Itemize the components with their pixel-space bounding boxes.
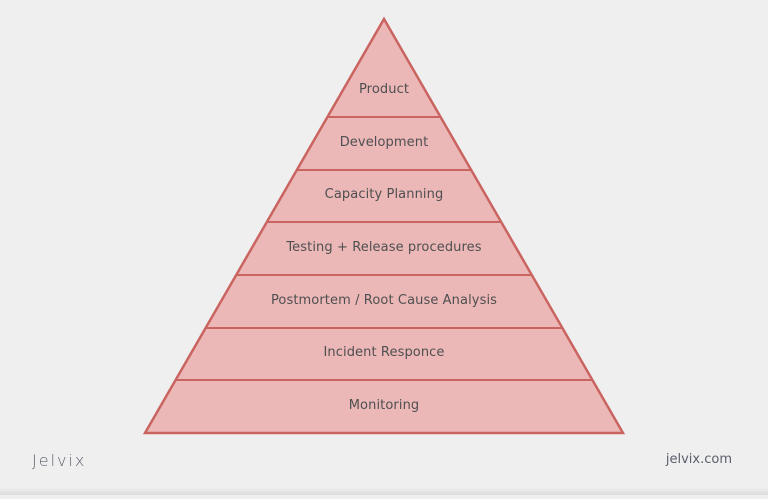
pyramid-level-label: Incident Responce	[323, 345, 445, 360]
brand-logo: Jelvix	[32, 451, 87, 470]
pyramid-level-label: Testing + Release procedures	[286, 239, 482, 255]
pyramid-level-label: Postmortem / Root Cause Analysis	[270, 292, 498, 308]
pyramid-level-label: Monitoring	[348, 397, 420, 413]
bottom-shade	[0, 487, 768, 495]
pyramid-level-label: Development	[339, 134, 429, 150]
pyramid-level-label: Capacity Planning	[324, 187, 444, 202]
website-link[interactable]: jelvix.com	[665, 452, 732, 467]
pyramid-level-label: Product	[358, 82, 410, 97]
